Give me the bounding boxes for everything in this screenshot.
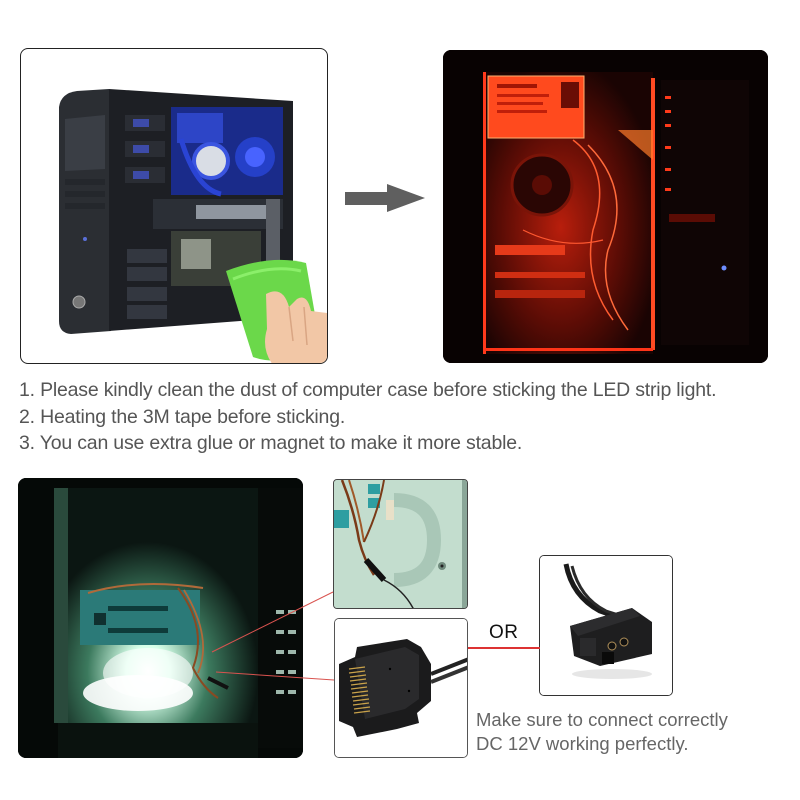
green-lit-case-illustration	[18, 478, 303, 758]
cable-closeup-illustration	[334, 480, 467, 608]
instruction-3: 3. You can use extra glue or magnet to m…	[19, 432, 523, 454]
computer-case-illustration	[59, 89, 327, 363]
arrow-right-icon	[345, 184, 425, 212]
after-red-led-image	[443, 50, 768, 363]
sata-connector-illustration	[335, 619, 467, 757]
installed-led-image	[18, 478, 303, 758]
molex-connector-image	[539, 555, 673, 696]
cable-closeup-image	[333, 479, 468, 609]
instruction-2: 2. Heating the 3M tape before sticking.	[19, 405, 346, 428]
connector-divider-line	[468, 647, 540, 649]
or-label: OR	[489, 622, 519, 643]
instruction-1: 1. Please kindly clean the dust of compu…	[19, 379, 717, 401]
before-cleaning-image	[20, 48, 328, 364]
note-line-1: Make sure to connect correctly	[476, 709, 728, 730]
molex-connector-illustration	[540, 556, 672, 695]
installation-instructions: 1. Please kindly clean the dust of compu…	[19, 377, 799, 457]
sata-connector-image	[334, 618, 468, 758]
connection-note: Make sure to connect correctly DC 12V wo…	[476, 708, 728, 756]
note-line-2: DC 12V working perfectly.	[476, 733, 689, 754]
red-lit-case-illustration	[443, 50, 768, 363]
